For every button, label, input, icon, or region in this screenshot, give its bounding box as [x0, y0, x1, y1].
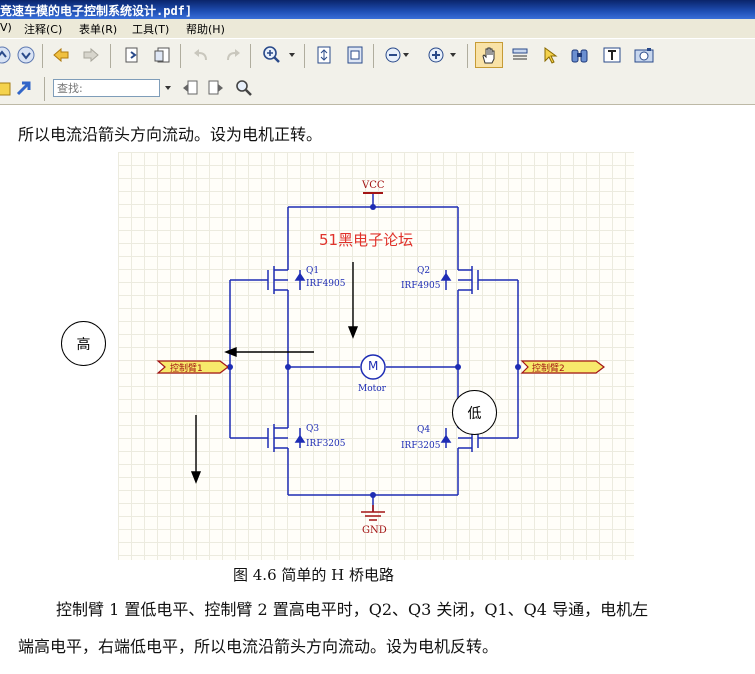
toolbar-main	[0, 38, 755, 74]
zoom-in-plus-icon[interactable]	[424, 43, 448, 67]
zoom-in-icon[interactable]	[260, 43, 284, 67]
high-level-marker: 高	[61, 321, 106, 366]
toolbar-separator	[42, 44, 43, 68]
q2-part: IRF4905	[401, 281, 441, 291]
q4-part: IRF3205	[401, 441, 441, 451]
q1-part: IRF4905	[306, 279, 346, 289]
menu-bar: V) 注释(C) 表单(R) 工具(T) 帮助(H)	[0, 19, 755, 38]
menu-comment[interactable]: 注释(C)	[24, 23, 63, 36]
q4-name: Q4	[417, 425, 431, 435]
figure-caption: 图 4.6 简单的 H 桥电路	[233, 566, 395, 584]
mosfet-q3	[267, 420, 306, 453]
low-level-marker: 低	[452, 390, 497, 435]
toolbar-separator	[44, 77, 45, 101]
mosfet-q1	[267, 262, 306, 295]
toolbar-separator	[110, 44, 111, 68]
chevron-down-icon[interactable]	[447, 43, 459, 67]
snapshot-camera-icon[interactable]	[632, 43, 656, 67]
redo-icon[interactable]	[220, 43, 244, 67]
folder-icon[interactable]	[0, 76, 14, 100]
select-text-icon[interactable]	[508, 43, 532, 67]
next-page-icon[interactable]	[14, 43, 38, 67]
toolbar-separator	[180, 44, 181, 68]
select-arrow-icon[interactable]	[538, 43, 562, 67]
q3-name: Q3	[306, 424, 320, 434]
q1-name: Q1	[306, 266, 320, 276]
arm1-label: 控制臂1	[170, 364, 203, 374]
chevron-down-icon[interactable]	[286, 43, 298, 67]
diagonal-arrow-icon[interactable]	[12, 76, 36, 100]
forward-arrow-icon[interactable]	[79, 43, 103, 67]
toolbar-separator	[467, 44, 468, 68]
motor-symbol	[360, 354, 386, 380]
text-line: 端高电平，右端低电平，所以电流沿箭头方向流动。设为电机反转。	[18, 637, 499, 656]
toolbar-secondary	[0, 72, 755, 105]
back-arrow-icon[interactable]	[49, 43, 73, 67]
menu-view[interactable]: V)	[0, 21, 12, 34]
toolbar-separator	[250, 44, 251, 68]
search-field[interactable]	[53, 79, 160, 97]
q3-part: IRF3205	[306, 439, 346, 449]
undo-icon[interactable]	[190, 43, 214, 67]
text-line: 控制臂 1 置低电平、控制臂 2 置高电平时，Q2、Q3 关闭，Q1、Q4 导通…	[56, 600, 649, 619]
watermark-text: 51黑电子论坛	[319, 231, 414, 249]
menu-help[interactable]: 帮助(H)	[186, 23, 225, 36]
text-tool-icon[interactable]	[600, 43, 624, 67]
arm2-label: 控制臂2	[532, 364, 565, 374]
extract-page-icon[interactable]	[120, 43, 144, 67]
fit-width-icon[interactable]	[343, 43, 367, 67]
menu-tools[interactable]: 工具(T)	[132, 23, 170, 36]
gnd-label: GND	[362, 525, 387, 536]
motor-label: Motor	[358, 384, 386, 394]
chevron-down-icon[interactable]	[400, 43, 412, 67]
window-title: 竞速车模的电子控制系统设计.pdf]	[0, 4, 193, 18]
menu-forms[interactable]: 表单(R)	[79, 23, 118, 36]
mosfet-q2	[440, 262, 479, 295]
search-input[interactable]	[57, 82, 157, 95]
text-line: 所以电流沿箭头方向流动。设为电机正转。	[18, 125, 323, 144]
find-previous-icon[interactable]	[178, 76, 202, 100]
vcc-label: VCC	[362, 180, 385, 191]
port-arm2	[520, 360, 605, 374]
zoom-out-icon[interactable]	[381, 43, 405, 67]
hand-tool-icon[interactable]	[475, 42, 503, 68]
port-arm1	[156, 360, 229, 374]
toolbar-separator	[373, 44, 374, 68]
title-bar: 竞速车模的电子控制系统设计.pdf]	[0, 0, 755, 19]
low-label: 低	[467, 405, 482, 422]
binoculars-icon[interactable]	[568, 43, 592, 67]
fit-page-icon[interactable]	[312, 43, 336, 67]
find-next-icon[interactable]	[204, 76, 228, 100]
search-icon[interactable]	[232, 76, 256, 100]
q2-name: Q2	[417, 266, 431, 276]
toolbar-separator	[304, 44, 305, 68]
chevron-down-icon[interactable]	[162, 76, 174, 100]
ground-icon	[361, 505, 385, 521]
high-label: 高	[76, 336, 91, 353]
insert-page-icon[interactable]	[150, 43, 174, 67]
prev-page-icon[interactable]	[0, 43, 14, 67]
motor-letter: M	[368, 359, 379, 373]
